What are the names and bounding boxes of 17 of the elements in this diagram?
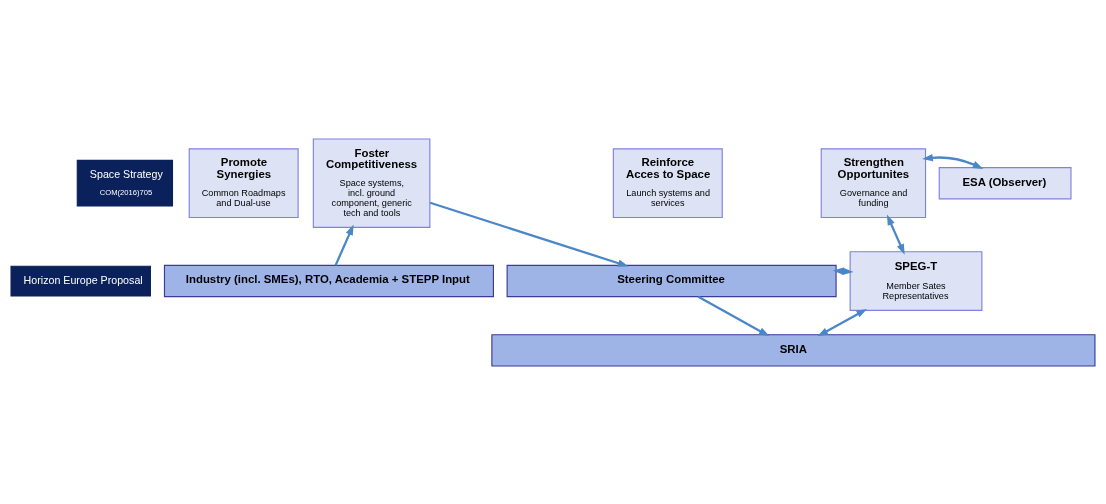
node-box: ESA (Observer) <box>938 166 1072 199</box>
arrow <box>334 223 354 266</box>
arrow <box>817 308 868 336</box>
node-box: SPEG-T Member Sates Representatives <box>849 250 983 311</box>
node-box: Strengthen Opportunites Governance and funding <box>820 147 927 218</box>
node-box: Space Strategy COM(2016)705 <box>76 159 174 207</box>
node-box: Reinforce Acces to Space Launch systems and services <box>612 147 723 218</box>
arrow <box>697 295 770 336</box>
node-box: Foster Competitiveness Space systems, incl. ground component, generic tech and tools <box>312 138 431 228</box>
node-box: SRIA <box>491 333 1096 366</box>
node-box: Industry (incl. SMEs), RTO, Academia + STEPP Input <box>163 264 494 297</box>
arrow <box>429 201 629 267</box>
node-box: Horizon Europe Proposal <box>10 265 151 296</box>
node-box: Promote Synergies Common Roadmaps and Dual-use <box>188 147 299 218</box>
arrow <box>922 153 984 169</box>
node-box: Steering Committee <box>506 264 837 297</box>
arrow <box>886 214 905 255</box>
